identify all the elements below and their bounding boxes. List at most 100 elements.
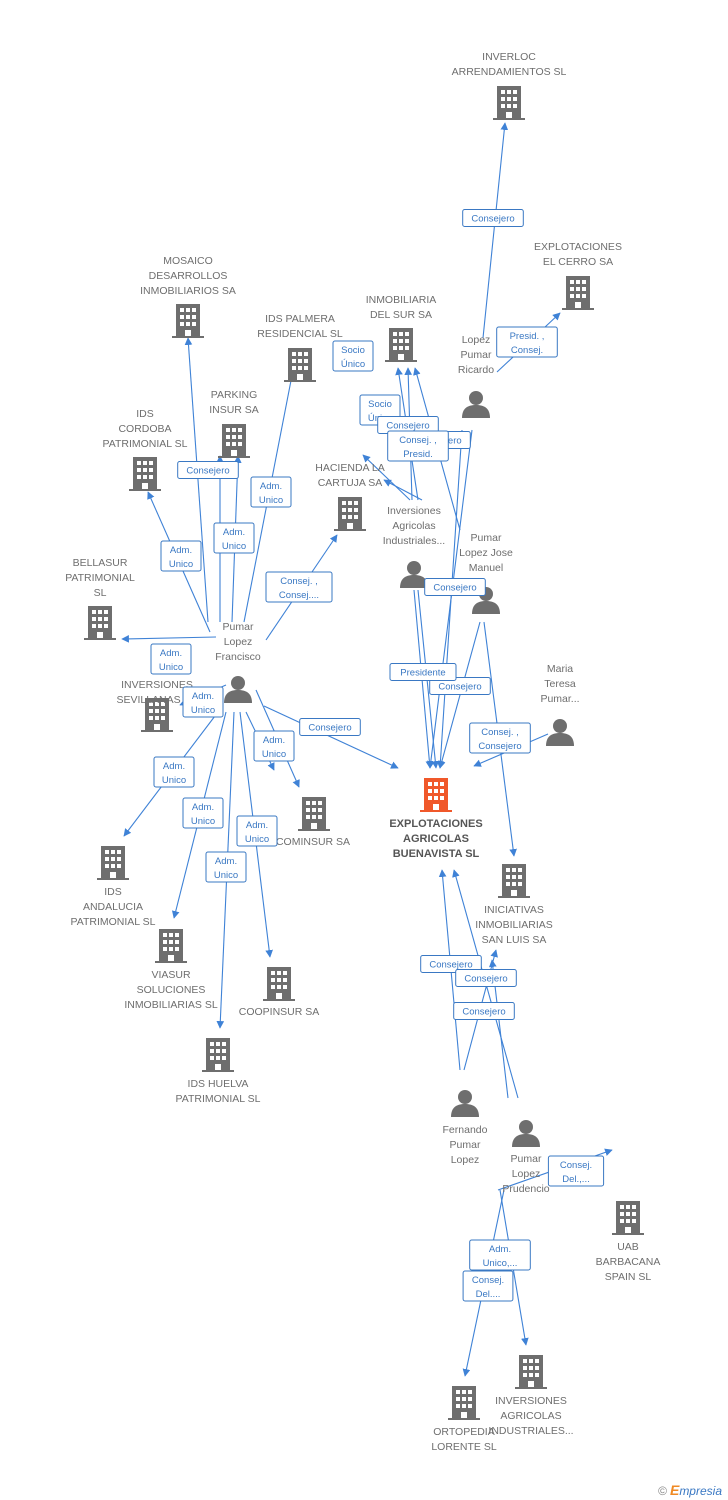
edge-label-text: Consej.... [279, 590, 319, 601]
node-label-line: ORTOPEDIA [433, 1426, 494, 1438]
edge-connector-7 [383, 479, 423, 501]
edge-label-14: Adm.Unico [253, 730, 295, 762]
person-node-mariateresa[interactable]: MariaTeresaPumar... [540, 663, 580, 746]
edge-label-text: Consej. [472, 1275, 504, 1286]
node-label-line: Industriales... [383, 535, 445, 547]
edge-label-text: Consejero [478, 741, 521, 752]
edge-connector-15 [121, 635, 217, 643]
node-label-line: COMINSUR SA [276, 836, 350, 848]
node-label-line: Pumar [461, 349, 492, 361]
node-label-line: AGRICOLAS [500, 1410, 561, 1422]
brand-initial: E [669, 1482, 680, 1498]
company-node-cominsur[interactable]: COMINSUR SA [276, 797, 350, 848]
node-label-line: SAN LUIS SA [482, 934, 547, 946]
node-label-line: PATRIMONIAL SL [71, 916, 156, 928]
building-icon [155, 929, 187, 963]
edge-connector-18 [263, 705, 399, 769]
edge-label-text: Consejero [308, 723, 351, 734]
node-label-line: MOSAICO [163, 255, 213, 267]
edge-label-box [547, 1155, 605, 1187]
edge-label-box [420, 955, 482, 973]
building-icon [84, 606, 116, 640]
edge-connector-5 [362, 454, 411, 501]
node-label-line: INVERSIONES [121, 679, 193, 691]
company-node-coopinsur[interactable]: COOPINSUR SA [239, 967, 320, 1018]
edge-label-text: Adm. [223, 527, 245, 538]
node-label-line: Lopez Jose [459, 547, 513, 559]
edge-label-text: Del.... [476, 1289, 501, 1300]
edge-label-box [182, 797, 224, 829]
node-label-line: Lopez [451, 1154, 480, 1166]
edge-label-box [469, 1239, 531, 1271]
node-label-line: UAB [617, 1241, 639, 1253]
person-icon [512, 1120, 540, 1147]
edge-label-text: Unico [214, 870, 238, 881]
node-label-line: SPAIN SL [605, 1271, 652, 1283]
node-label-line: Ricardo [458, 364, 494, 376]
building-icon [202, 1038, 234, 1072]
edge-label-box [332, 340, 374, 372]
edge-label-box [160, 540, 202, 572]
node-label-line: RESIDENCIAL SL [257, 328, 343, 340]
node-label-line: Inversiones [387, 505, 441, 517]
node-label-line: SL [94, 587, 107, 599]
person-node-invagr[interactable]: InversionesAgricolasIndustriales... [383, 505, 445, 588]
node-label-line: BELLASUR [73, 557, 128, 569]
edge-label-text: Adm. [260, 481, 282, 492]
edge-label-text: Adm. [160, 648, 182, 659]
edge-label-text: Presidente [400, 668, 445, 679]
edge-label-20: Consejero [177, 461, 239, 479]
node-label-line: INMOBILIARIOS SA [140, 285, 236, 297]
node-label-line: Lopez [224, 636, 253, 648]
edge-label-23: Consej. ,Consejero [469, 722, 531, 754]
node-label-line: IDS [104, 886, 122, 898]
node-label-line: INMOBILIARIA [366, 294, 437, 306]
node-label-line: EL CERRO SA [543, 256, 613, 268]
node-label-line: Teresa [544, 678, 576, 690]
edge-label-1: Presid. ,Consej. [496, 326, 558, 358]
company-node-palmera[interactable]: IDS PALMERA RESIDENCIAL SL [257, 313, 343, 382]
node-label-line: PARKING [211, 389, 257, 401]
building-icon [172, 304, 204, 338]
node-label-line: HACIENDA LA [315, 462, 384, 474]
edge-label-box [150, 643, 192, 675]
edge-label-box [496, 326, 558, 358]
company-node-invagr2[interactable]: INVERSIONESAGRICOLASINDUSTRIALES... [488, 1355, 574, 1437]
node-label-line: LORENTE SL [431, 1441, 497, 1453]
node-label-line: Pumar [511, 1153, 542, 1165]
edge-label-19: Adm.Unico [205, 851, 247, 883]
node-label-line: EXPLOTACIONES [389, 818, 482, 830]
node-label-line: IDS PALMERA [265, 313, 335, 325]
edge-label-text: Consejero [438, 682, 481, 693]
person-icon [451, 1090, 479, 1117]
node-label-line: SOLUCIONES [137, 984, 206, 996]
edge-label-text: Presid. , [510, 331, 545, 342]
edge-label-25: Consejero [453, 1002, 515, 1020]
edge-label-text: Unico [191, 705, 215, 716]
building-icon [448, 1386, 480, 1420]
person-icon [546, 719, 574, 746]
building-icon [612, 1201, 644, 1235]
company-node-ortopedia[interactable]: ORTOPEDIA LORENTE SL [431, 1386, 497, 1453]
edge-label-22: Consejero [420, 955, 482, 973]
